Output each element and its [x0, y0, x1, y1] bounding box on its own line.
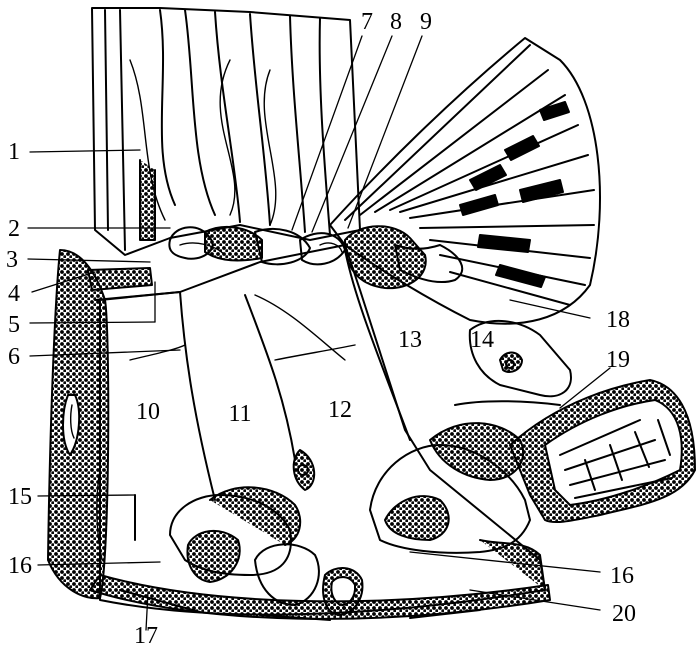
callout-label-5: 5: [8, 312, 20, 338]
callout-label-18: 18: [606, 307, 630, 333]
callout-label-7: 7: [361, 9, 373, 35]
head-row: [168, 225, 464, 290]
callout-label-2: 2: [8, 216, 20, 242]
callout-label-19: 19: [606, 347, 630, 373]
callout-label-11: 11: [228, 401, 252, 427]
fan-fibre-block: [329, 37, 601, 325]
left-strip: [47, 249, 181, 600]
callout-label-10: 10: [136, 399, 160, 425]
upper-fibre-block: [91, 7, 361, 256]
callout-label-4: 4: [8, 281, 20, 307]
callout-label-6: 6: [8, 344, 20, 370]
callout-label-1: 1: [8, 139, 20, 165]
right-lower-heads: [369, 319, 572, 591]
callout-label-15: 15: [8, 484, 32, 510]
callout-label-14: 14: [470, 327, 494, 353]
callout-label-16-right: 16: [610, 563, 634, 589]
callout-label-17: 17: [134, 623, 158, 649]
base-plate: [89, 574, 551, 621]
callout-label-20: 20: [612, 601, 636, 627]
callout-label-8: 8: [390, 9, 402, 35]
striated-paddle: [509, 379, 696, 524]
callout-label-3: 3: [6, 247, 18, 273]
callout-label-9: 9: [420, 9, 432, 35]
callout-label-12: 12: [328, 397, 352, 423]
callout-label-16-left: 16: [8, 553, 32, 579]
leader-lines: [27, 35, 611, 631]
callout-label-13: 13: [398, 327, 422, 353]
